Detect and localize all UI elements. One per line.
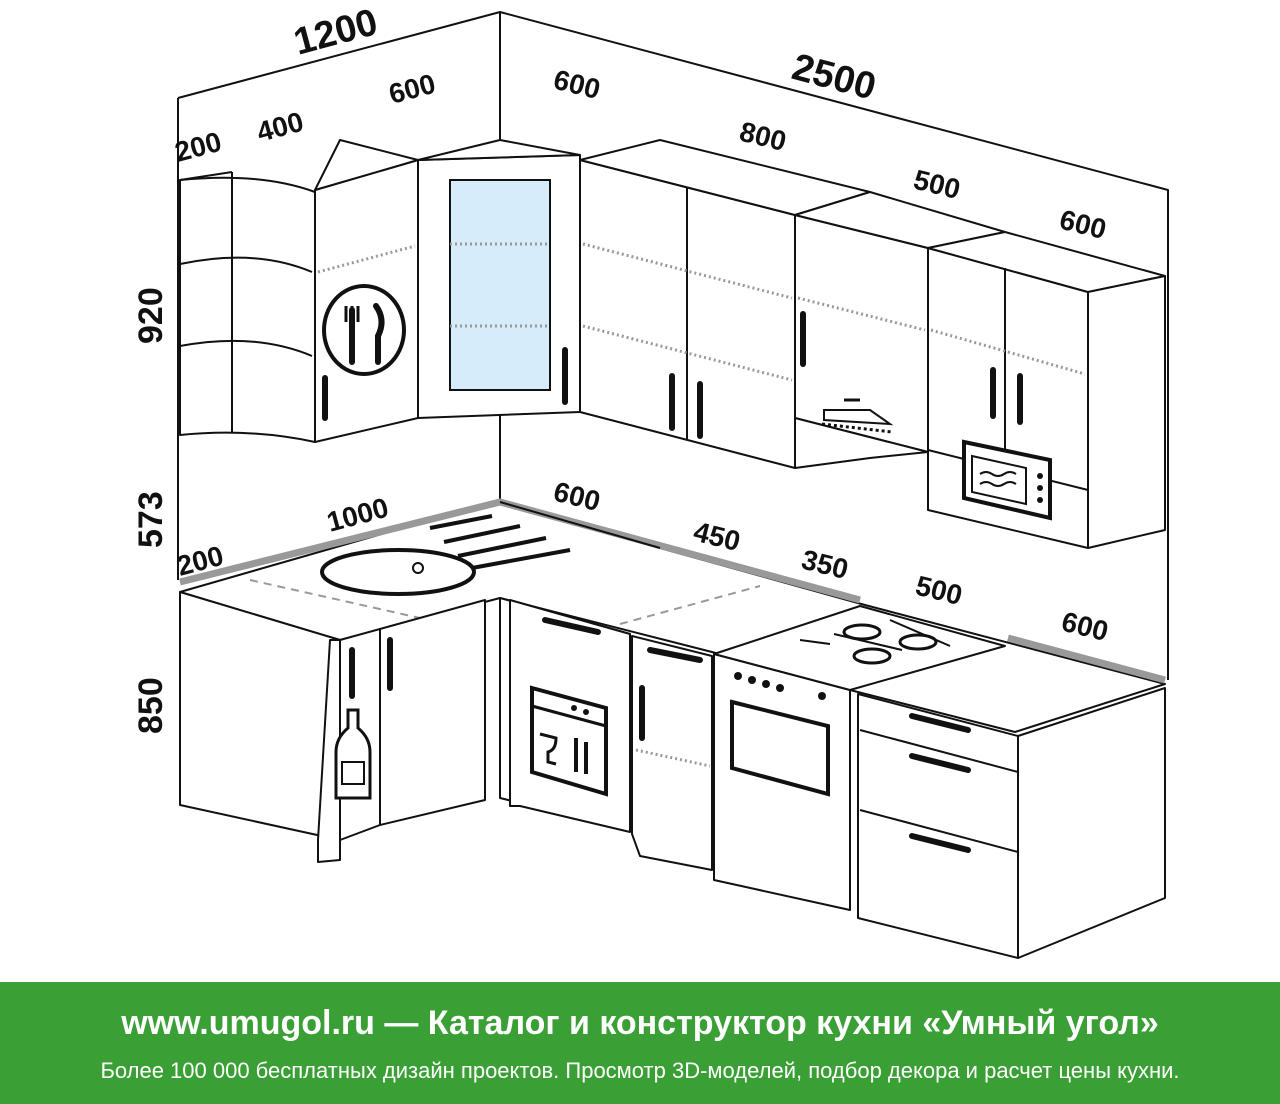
dim-height-base: 850 — [132, 677, 170, 734]
upper-hood-cabinet — [794, 191, 1006, 469]
dim-upper-left-c: 600 — [386, 68, 439, 110]
base-cabinet-450 — [631, 635, 713, 871]
bottle-icon — [334, 708, 372, 800]
promo-banner: www.umugol.ru — Каталог и конструктор ку… — [0, 982, 1280, 1104]
dim-upper-left-a: 200 — [172, 126, 225, 168]
hob-icon — [799, 619, 951, 665]
range-hood-icon — [821, 398, 894, 434]
dim-upper-right-total: 2500 — [788, 46, 881, 108]
dim-base-right-c: 500 — [913, 570, 966, 611]
dim-base-corner-right: 600 — [551, 476, 604, 517]
dim-base-right-a: 450 — [691, 516, 744, 557]
base-drawer-cabinet — [857, 687, 1166, 959]
dim-upper-left-total: 1200 — [289, 1, 382, 63]
banner-subtitle: Более 100 000 бесплатных дизайн проектов… — [100, 1058, 1180, 1083]
upper-corner-glass-cabinet — [417, 139, 581, 419]
upper-cabinet-microwave — [927, 231, 1166, 549]
kitchen-drawing: 1200 2500 200 400 600 600 800 500 600 92… — [132, 1, 1169, 959]
microwave-icon — [962, 439, 1052, 521]
sink-icon — [320, 514, 571, 596]
banner-title[interactable]: www.umugol.ru — Каталог и конструктор ку… — [121, 1004, 1159, 1042]
dim-upper-left-b: 400 — [254, 106, 307, 148]
dim-upper-corner-right: 600 — [551, 64, 604, 105]
dim-upper-right-b: 500 — [911, 164, 964, 205]
dim-upper-right-a: 800 — [737, 116, 790, 157]
countertop — [179, 498, 1166, 733]
cutlery-icon — [322, 284, 406, 376]
base-cabinet-dishwasher — [499, 597, 631, 833]
upper-open-shelf — [179, 171, 316, 443]
dishwasher-icon — [530, 685, 608, 797]
dim-upper-right-c: 600 — [1057, 204, 1110, 245]
dim-base-right-b: 350 — [799, 544, 852, 585]
oven-icon — [730, 699, 830, 797]
base-oven-range — [713, 605, 1006, 911]
dim-height-upper: 920 — [132, 287, 170, 344]
dim-base-right-d: 600 — [1059, 606, 1112, 647]
upper-cabinet-left — [314, 139, 419, 443]
dim-height-gap: 573 — [132, 491, 170, 548]
base-cabinet-left — [179, 591, 486, 863]
